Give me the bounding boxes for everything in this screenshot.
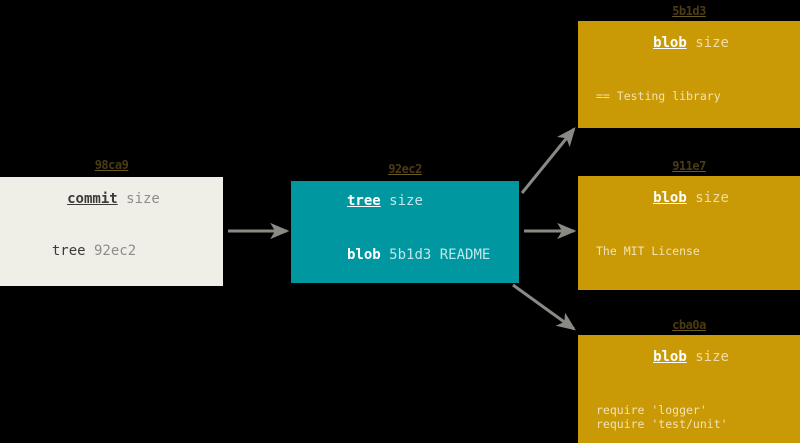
blob-test-header: blob size [578, 349, 800, 365]
blob-readme-size-label: size [695, 35, 729, 51]
blob-license-node-label: 911e7 [672, 159, 706, 173]
arrow-tree-to-blob-readme [520, 127, 576, 194]
blob-license-object-box: blob size The MIT License Copyright (c) … [578, 176, 800, 290]
blob-readme-content: == Testing library This library is used … [578, 61, 800, 128]
tree-entry-row: blob 5b1d3 README [347, 246, 519, 264]
commit-field-row: tree 92ec2 [0, 243, 156, 260]
blob-test-object-box: blob size require 'logger' require 'test… [578, 335, 800, 443]
tree-entry-type: blob [347, 247, 381, 263]
tree-size-label: size [389, 193, 423, 209]
commit-fields: tree 92ec2 author Scott committer Scott [0, 209, 223, 286]
blob-license-header: blob size [578, 190, 800, 206]
tree-node-label: 92ec2 [388, 162, 422, 176]
tree-entries: blob 5b1d3 README blob 911e7 LICENSE blo… [291, 210, 519, 283]
blob-test-paragraph: require 'logger' require 'test/unit' [596, 403, 728, 431]
blob-license-paragraph: The MIT License [596, 244, 700, 258]
tree-entry-hash: 5b1d3 [389, 247, 432, 263]
blob-license-keyword: blob [653, 190, 687, 206]
tree-header: tree size [291, 193, 519, 209]
commit-object-box: commit size tree 92ec2 author Scott comm… [0, 177, 223, 286]
arrow-tree-to-blob-test [512, 283, 576, 331]
blob-license-size-label: size [695, 190, 729, 206]
blob-test-size-label: size [695, 349, 729, 365]
tree-object-box: tree size blob 5b1d3 README blob 911e7 L… [291, 181, 519, 283]
tree-entry-name: README [439, 247, 491, 263]
commit-header: commit size [0, 191, 223, 207]
blob-readme-object-box: blob size == Testing library This librar… [578, 21, 800, 128]
commit-node-label: 98ca9 [94, 158, 129, 172]
tree-keyword: tree [347, 193, 381, 209]
commit-keyword: commit [67, 191, 118, 207]
commit-field-key: tree [51, 243, 86, 259]
blob-readme-keyword: blob [653, 35, 687, 51]
blob-test-content: require 'logger' require 'test/unit' cla… [578, 375, 800, 443]
blob-test-node-label: cba0a [672, 318, 706, 332]
blob-readme-paragraph: == Testing library [596, 89, 721, 103]
commit-size-label: size [126, 191, 160, 207]
blob-readme-header: blob size [578, 35, 800, 51]
blob-readme-node-label: 5b1d3 [672, 4, 706, 18]
blob-license-content: The MIT License Copyright (c) 2008 Scott… [578, 216, 800, 290]
commit-field-value: 92ec2 [94, 243, 137, 259]
blob-test-keyword: blob [653, 349, 687, 365]
